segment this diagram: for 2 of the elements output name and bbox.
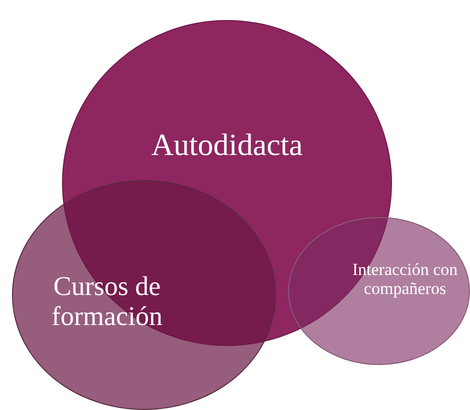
circle-label: Cursos de formación (50, 272, 164, 332)
circle-label: Autodidacta (150, 128, 304, 162)
